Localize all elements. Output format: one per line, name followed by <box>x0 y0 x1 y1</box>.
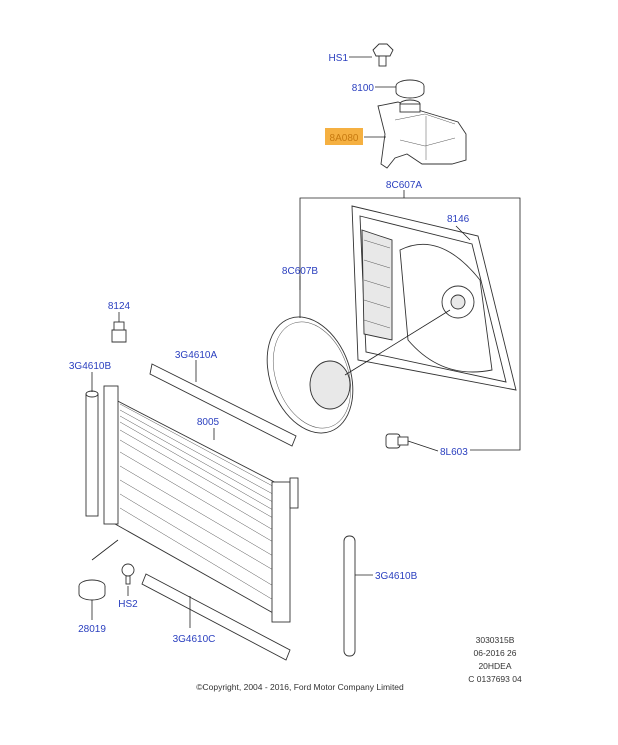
label-8c607a[interactable]: 8C607A <box>386 180 422 191</box>
seal-3g4610c <box>141 573 291 661</box>
label-hs1[interactable]: HS1 <box>329 53 349 64</box>
label-8l603[interactable]: 8L603 <box>440 447 468 458</box>
note-line: 20HDEA <box>478 661 511 671</box>
connector-8l603 <box>385 433 409 449</box>
note-line: 3030315B <box>476 635 515 645</box>
note-line: 06-2016 26 <box>473 648 516 658</box>
label-3g4610c[interactable]: 3G4610C <box>173 634 216 645</box>
label-3g4610b-left[interactable]: 3G4610B <box>69 361 112 372</box>
fan-shroud-8146 <box>351 205 517 391</box>
label-3g4610a[interactable]: 3G4610A <box>175 350 218 361</box>
bolt-hs1 <box>372 43 394 67</box>
cap-28019 <box>78 579 106 601</box>
label-8a080[interactable]: 8A080 <box>330 133 359 144</box>
reservoir-8a080 <box>377 99 467 169</box>
fan-8c607b <box>266 309 451 434</box>
label-8146[interactable]: 8146 <box>447 214 470 225</box>
label-8124[interactable]: 8124 <box>108 301 131 312</box>
cap-8124 <box>111 321 127 343</box>
label-28019[interactable]: 28019 <box>78 624 106 635</box>
label-8005[interactable]: 8005 <box>197 417 220 428</box>
copyright: ©Copyright, 2004 - 2016, Ford Motor Comp… <box>196 682 404 692</box>
label-3g4610b-right[interactable]: 3G4610B <box>375 571 418 582</box>
label-8100[interactable]: 8100 <box>352 83 375 94</box>
note-line: C 0137693 04 <box>468 674 522 684</box>
bolt-hs2 <box>121 563 135 585</box>
label-8c607b[interactable]: 8C607B <box>282 266 318 277</box>
cap-8100 <box>395 79 425 99</box>
seal-3g4610b-left <box>85 390 99 517</box>
label-hs2[interactable]: HS2 <box>118 599 138 610</box>
highlight-8a080 <box>325 128 363 145</box>
seal-3g4610a <box>149 363 297 447</box>
seal-3g4610b-right <box>343 535 356 657</box>
radiator-8005 <box>103 385 299 623</box>
